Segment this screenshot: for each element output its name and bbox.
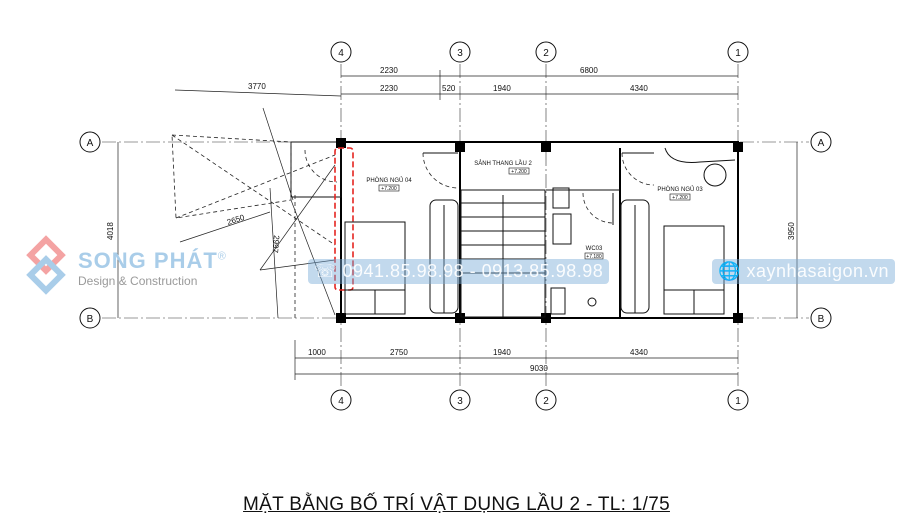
axis-bubble-2-bottom: 2	[535, 389, 557, 411]
svg-text:4: 4	[338, 48, 344, 59]
svg-text:2650: 2650	[226, 213, 246, 227]
svg-text:1000: 1000	[308, 348, 326, 357]
svg-text:PHÒNG NGỦ 04: PHÒNG NGỦ 04	[366, 177, 412, 184]
svg-text:4: 4	[338, 396, 344, 407]
highlight-box	[334, 147, 354, 291]
axis-bubble-a-right: A	[810, 131, 832, 153]
drawing-title: MẶT BẰNG BỐ TRÍ VẬT DỤNG LẦU 2 - TL: 1/7…	[243, 494, 670, 515]
svg-text:+7.200: +7.200	[672, 195, 688, 201]
svg-text:+7.200: +7.200	[511, 169, 527, 175]
svg-text:A: A	[818, 138, 825, 149]
svg-text:6800: 6800	[580, 66, 598, 75]
room-label-bedroom-03: PHÒNG NGỦ 03 +7.200	[657, 186, 703, 201]
axis-bubble-a-left: A	[79, 131, 101, 153]
svg-text:3: 3	[457, 48, 463, 59]
svg-text:+7.180: +7.180	[586, 254, 602, 260]
svg-text:+7.200: +7.200	[381, 186, 397, 192]
svg-text:4340: 4340	[630, 84, 648, 93]
doors	[304, 149, 655, 225]
bottom-dimensions: 1000 2750 1940 4340 9030	[294, 340, 738, 380]
bed-04	[344, 221, 406, 315]
axis-bubble-2-top: 2	[535, 41, 557, 63]
axis-bubble-3-top: 3	[449, 41, 471, 63]
svg-text:PHÒNG NGỦ 03: PHÒNG NGỦ 03	[657, 186, 703, 193]
globe-icon: 🌐	[718, 261, 741, 281]
room-label-bedroom-04: PHÒNG NGỦ 04 +7.200	[366, 177, 412, 192]
axis-bubble-3-bottom: 3	[449, 389, 471, 411]
svg-text:2750: 2750	[390, 348, 408, 357]
axis-bubble-b-left: B	[79, 307, 101, 329]
svg-text:A: A	[87, 138, 94, 149]
watermark-tagline: Design & Construction	[78, 274, 198, 288]
svg-text:2230: 2230	[380, 84, 398, 93]
svg-text:3770: 3770	[248, 82, 266, 91]
svg-text:WC03: WC03	[586, 246, 603, 252]
svg-text:520: 520	[442, 84, 456, 93]
bed-03	[663, 225, 725, 315]
svg-text:3: 3	[457, 396, 463, 407]
wardrobe-03	[620, 199, 650, 314]
svg-text:2: 2	[543, 48, 549, 59]
svg-text:4340: 4340	[630, 348, 648, 357]
svg-text:2: 2	[543, 396, 549, 407]
axis-bubble-4-bottom: 4	[330, 389, 352, 411]
svg-text:1: 1	[735, 48, 741, 59]
wc-fixtures	[550, 147, 736, 315]
balcony-outline: 2650 2997	[171, 107, 336, 319]
svg-text:1940: 1940	[493, 84, 511, 93]
svg-text:B: B	[818, 314, 825, 325]
svg-text:2230: 2230	[380, 66, 398, 75]
right-dimension: 3950	[787, 222, 796, 240]
svg-text:1940: 1940	[493, 348, 511, 357]
song-phat-logo-icon	[26, 235, 66, 295]
walls	[290, 138, 743, 323]
room-label-wc03: WC03 +7.180	[584, 246, 604, 260]
left-dimension: 4018	[106, 222, 115, 240]
staircase	[460, 189, 546, 318]
axis-bubble-1-top: 1	[727, 41, 749, 63]
svg-text:2997: 2997	[270, 235, 281, 254]
svg-text:1: 1	[735, 396, 741, 407]
axis-bubble-4-top: 4	[330, 41, 352, 63]
top-dimensions: 2230 6800 3770 2230 520 1940 4340	[174, 66, 738, 100]
watermark-website: 🌐 xaynhasaigon.vn	[712, 259, 896, 284]
svg-text:SẢNH THANG LẦU 2: SẢNH THANG LẦU 2	[474, 160, 532, 167]
axis-bubble-1-bottom: 1	[727, 389, 749, 411]
svg-text:B: B	[87, 314, 94, 325]
wardrobe-04	[429, 199, 459, 314]
room-label-stair-hall: SẢNH THANG LẦU 2 +7.200	[474, 160, 532, 175]
svg-text:9030: 9030	[530, 364, 548, 373]
axis-bubble-b-right: B	[810, 307, 832, 329]
watermark-phone: ☏ 0941.85.98.98 - 0913.85.98.98	[308, 259, 610, 284]
watermark-brand: SONG PHÁT®	[78, 248, 227, 273]
